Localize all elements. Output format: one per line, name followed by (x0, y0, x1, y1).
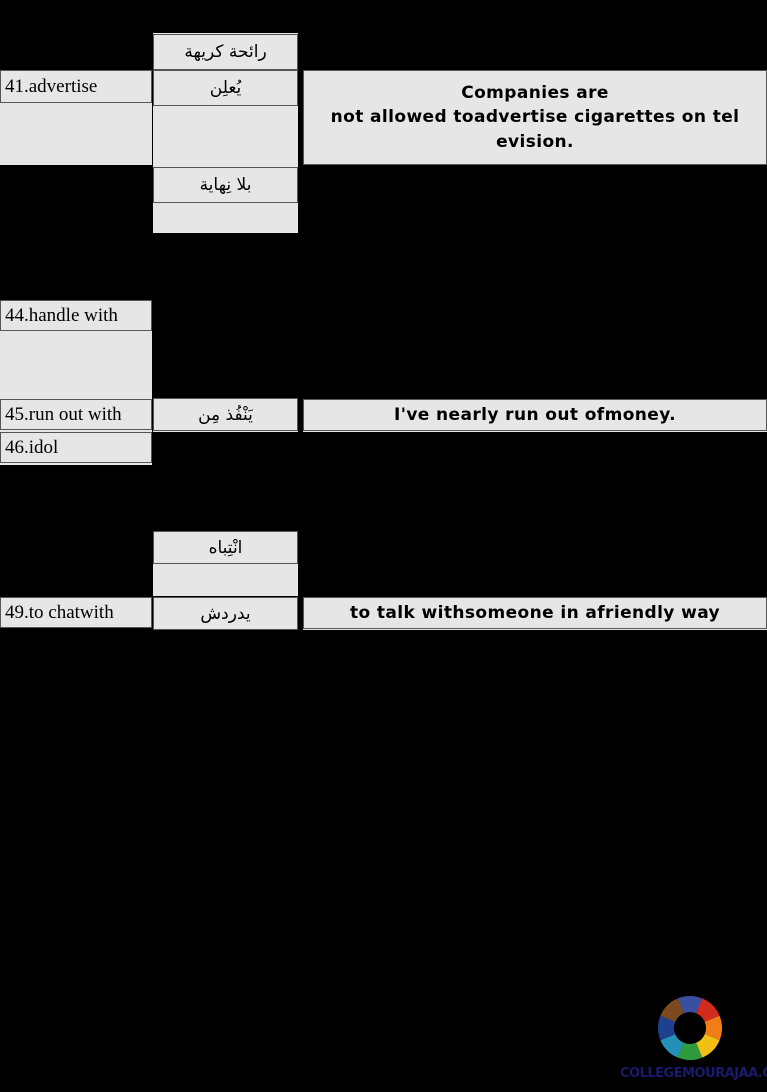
term-text: 41.advertise (5, 75, 98, 97)
term-text: 44.handle with (5, 304, 118, 326)
definition-cell-row-49: to talk withsomeone in afriendly way (303, 597, 767, 629)
term-cell-row-49: 49.to chatwith (0, 597, 152, 628)
arabic-text: يَنْفُذ مِن (198, 404, 253, 425)
arabic-text: انْتِباه (208, 537, 243, 558)
term-cell-row-41: 41.advertise (0, 70, 152, 103)
college-mourajaa-donut-logo (658, 996, 722, 1060)
term-text: 45.run out with (5, 403, 122, 425)
definition-text: to talk withsomeone in afriendly way (349, 602, 721, 623)
arabic-cell-row-41: يُعلِن (153, 70, 298, 106)
term-text: 46.idol (5, 436, 59, 458)
definition-text: Companies are not allowed toadvertise ci… (330, 82, 740, 152)
watermark-text: COLLEGEMOURAJAA.COM (620, 1066, 767, 1081)
arabic-text: يدردش (200, 603, 251, 624)
arabic-cell-row-48: انْتِباه (153, 531, 298, 564)
arabic-text: رائحة كريهة (184, 42, 267, 62)
term-cell-row-44: 44.handle with (0, 300, 152, 331)
arabic-cell-row-45: يَنْفُذ مِن (153, 398, 298, 431)
term-cell-row-45: 45.run out with (0, 399, 152, 430)
term-text: 49.to chatwith (5, 601, 114, 623)
definition-cell-row-41: Companies are not allowed toadvertise ci… (303, 70, 767, 165)
term-cell-row-46: 46.idol (0, 432, 152, 463)
definition-text: I've nearly run out ofmoney. (394, 404, 676, 425)
arabic-cell-row-40: رائحة كريهة (153, 34, 298, 70)
watermark: COLLEGEMOURAJAA.COM (620, 996, 767, 1092)
definition-cell-row-45: I've nearly run out ofmoney. (303, 399, 767, 431)
arabic-cell-row-49: يدردش (153, 597, 298, 630)
arabic-text: يُعلِن (209, 78, 242, 98)
arabic-text: بلا نِهاية (199, 175, 252, 195)
arabic-cell-row-43: بلا نِهاية (153, 167, 298, 203)
